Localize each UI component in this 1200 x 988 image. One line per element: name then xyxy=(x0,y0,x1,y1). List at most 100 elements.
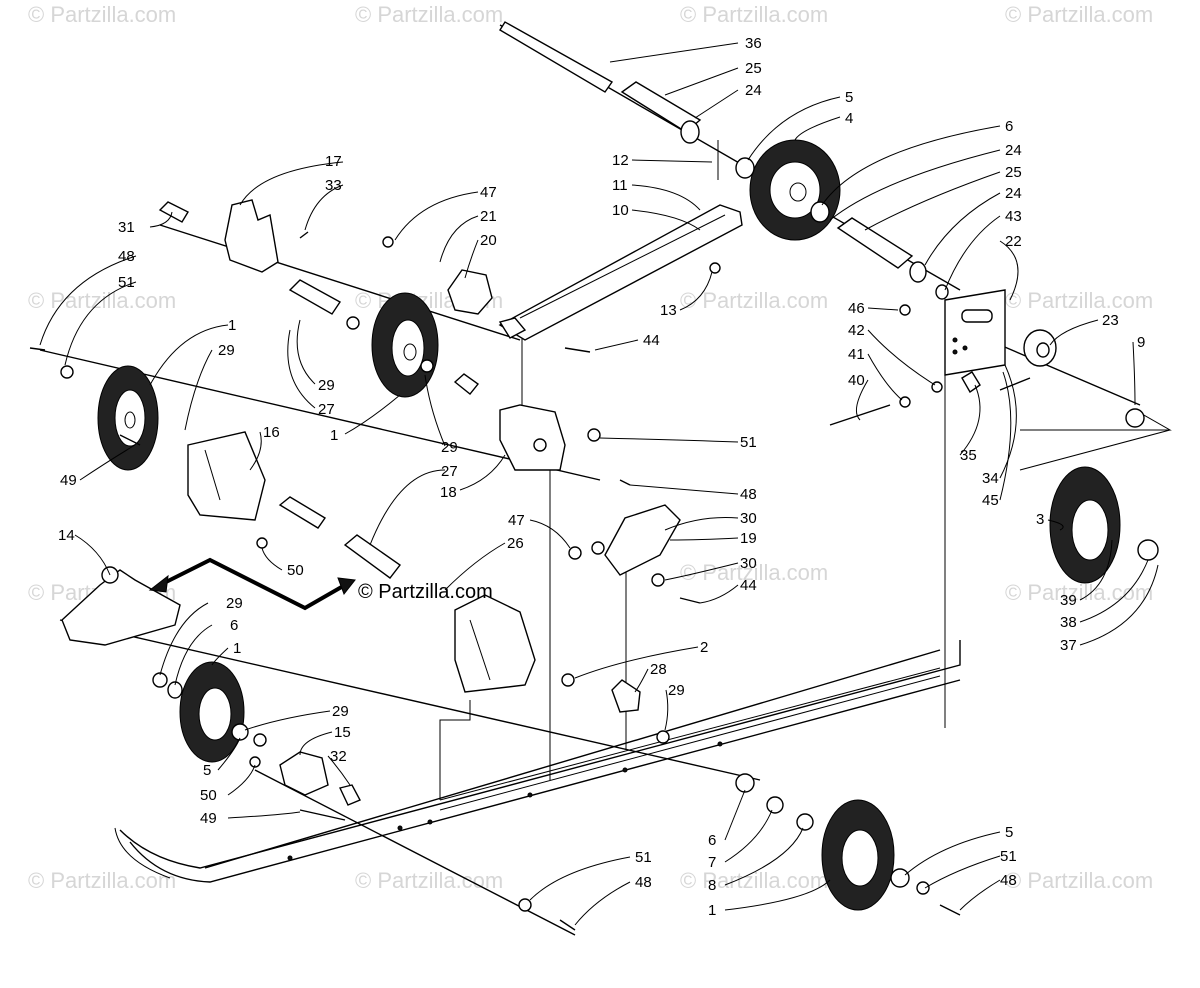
watermark-text: © Partzilla.com xyxy=(28,868,176,893)
callout-2: 2 xyxy=(700,639,708,656)
idler-wheel-1-left xyxy=(60,365,159,471)
callout-24: 24 xyxy=(745,82,762,99)
callout-19: 19 xyxy=(740,530,757,547)
callout-26: 26 xyxy=(507,535,524,552)
callout-17: 17 xyxy=(325,153,342,170)
callout-50: 50 xyxy=(200,787,217,804)
callout-44: 44 xyxy=(740,577,757,594)
callout-35: 35 xyxy=(960,447,977,464)
hub-15 xyxy=(279,751,361,806)
watermark-text: © Partzilla.com xyxy=(1005,580,1153,605)
callout-labels: 36 25 24 5 4 6 24 25 24 43 22 12 11 10 1… xyxy=(58,35,1145,919)
callout-1: 1 xyxy=(228,317,236,334)
callout-29: 29 xyxy=(441,439,458,456)
watermark-text: © Partzilla.com xyxy=(355,2,503,27)
bracket-16 xyxy=(187,431,266,521)
callout-27: 27 xyxy=(441,463,458,480)
callout-5: 5 xyxy=(1005,824,1013,841)
callout-39: 39 xyxy=(1060,592,1077,609)
small-parts xyxy=(249,236,981,912)
callout-36: 36 xyxy=(745,35,762,52)
callout-7: 7 xyxy=(708,854,716,871)
callout-29: 29 xyxy=(226,595,243,612)
callout-38: 38 xyxy=(1060,614,1077,631)
callout-9: 9 xyxy=(1137,334,1145,351)
callout-51: 51 xyxy=(1000,848,1017,865)
callout-51: 51 xyxy=(118,274,135,291)
callout-46: 46 xyxy=(848,300,865,317)
callout-31: 31 xyxy=(118,219,135,236)
callout-40: 40 xyxy=(848,372,865,389)
callout-23: 23 xyxy=(1102,312,1119,329)
callout-45: 45 xyxy=(982,492,999,509)
block-20 xyxy=(447,269,527,339)
callout-25: 25 xyxy=(745,60,762,77)
callout-4: 4 xyxy=(845,110,853,127)
callout-48: 48 xyxy=(740,486,757,503)
callout-37: 37 xyxy=(1060,637,1077,654)
callout-48: 48 xyxy=(118,248,135,265)
callout-51: 51 xyxy=(635,849,652,866)
callout-30: 30 xyxy=(740,555,757,572)
callout-29: 29 xyxy=(668,682,685,699)
callout-32: 32 xyxy=(330,748,347,765)
callout-1: 1 xyxy=(330,427,338,444)
watermark-text: © Partzilla.com xyxy=(680,2,828,27)
watermark-text: © Partzilla.com xyxy=(680,288,828,313)
callout-13: 13 xyxy=(660,302,677,319)
watermark-text: © Partzilla.com xyxy=(28,2,176,27)
callout-20: 20 xyxy=(480,232,497,249)
callout-48: 48 xyxy=(635,874,652,891)
callout-12: 12 xyxy=(612,152,629,169)
callout-29: 29 xyxy=(218,342,235,359)
spacer-tubes xyxy=(158,201,480,579)
callout-29: 29 xyxy=(318,377,335,394)
callout-47: 47 xyxy=(508,512,525,529)
watermark-text: © Partzilla.com xyxy=(1005,868,1153,893)
callout-42: 42 xyxy=(848,322,865,339)
callout-44: 44 xyxy=(643,332,660,349)
callout-49: 49 xyxy=(60,472,77,489)
callout-43: 43 xyxy=(1005,208,1022,225)
callout-47: 47 xyxy=(480,184,497,201)
callout-51: 51 xyxy=(740,434,757,451)
callout-30: 30 xyxy=(740,510,757,527)
idler-wheel-1-center xyxy=(371,292,439,398)
callout-1: 1 xyxy=(233,640,241,657)
callout-14: 14 xyxy=(58,527,75,544)
callout-11: 11 xyxy=(612,177,628,194)
callout-25: 25 xyxy=(1005,164,1022,181)
callout-24: 24 xyxy=(1005,185,1022,202)
bracket-17 xyxy=(224,199,279,273)
watermark-text: © Partzilla.com xyxy=(1005,2,1153,27)
callout-34: 34 xyxy=(982,470,999,487)
callout-24: 24 xyxy=(1005,142,1022,159)
wheel-3-right xyxy=(1049,408,1159,584)
callout-6: 6 xyxy=(230,617,238,634)
arm-14 xyxy=(61,566,181,646)
callout-41: 41 xyxy=(848,346,865,363)
suspension-arm xyxy=(498,140,743,341)
callout-49: 49 xyxy=(200,810,217,827)
bracket-lower-center xyxy=(454,594,536,693)
callout-21: 21 xyxy=(480,208,497,225)
callout-48: 48 xyxy=(1000,872,1017,889)
callout-28: 28 xyxy=(650,661,667,678)
callout-33: 33 xyxy=(325,177,342,194)
watermark-text: © Partzilla.com xyxy=(1005,288,1153,313)
leader-lines xyxy=(39,42,1159,926)
callout-5: 5 xyxy=(845,89,853,106)
callout-1: 1 xyxy=(708,902,716,919)
callout-6: 6 xyxy=(708,832,716,849)
callout-6: 6 xyxy=(1005,118,1013,135)
bolts xyxy=(29,231,1031,931)
idler-wheel-1-lower-left xyxy=(152,661,267,763)
callout-16: 16 xyxy=(263,424,280,441)
callout-3: 3 xyxy=(1036,511,1044,528)
callout-8: 8 xyxy=(708,877,716,894)
callout-29: 29 xyxy=(332,703,349,720)
plate-22 xyxy=(944,289,1006,376)
callout-22: 22 xyxy=(1005,233,1022,250)
